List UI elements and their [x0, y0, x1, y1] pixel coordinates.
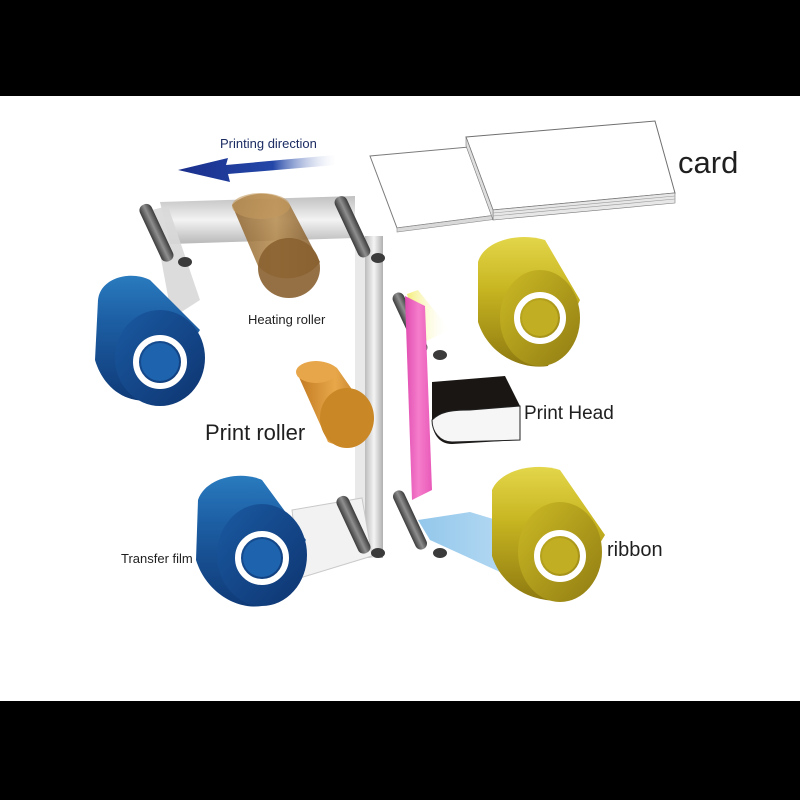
- ribbon-take-up-roll: [492, 466, 605, 602]
- transfer-film-supply-roll: [95, 275, 205, 406]
- card-label: card: [678, 145, 739, 180]
- heating-roller: [232, 193, 320, 298]
- ribbon-supply-roll: [478, 236, 580, 367]
- ribbon-label: ribbon: [607, 539, 663, 561]
- printing-direction-label: Printing direction: [220, 136, 317, 151]
- print-roller: [296, 361, 374, 448]
- heating-roller-label: Heating roller: [248, 312, 326, 327]
- card-stack: [369, 120, 676, 233]
- transfer-film-take-up-roll: [196, 475, 307, 607]
- transfer-film-label: Transfer film: [121, 551, 193, 566]
- printing-direction-arrow: [178, 155, 336, 182]
- print-head: [431, 376, 521, 444]
- print-head-label: Print Head: [524, 403, 614, 424]
- print-roller-label: Print roller: [205, 420, 306, 445]
